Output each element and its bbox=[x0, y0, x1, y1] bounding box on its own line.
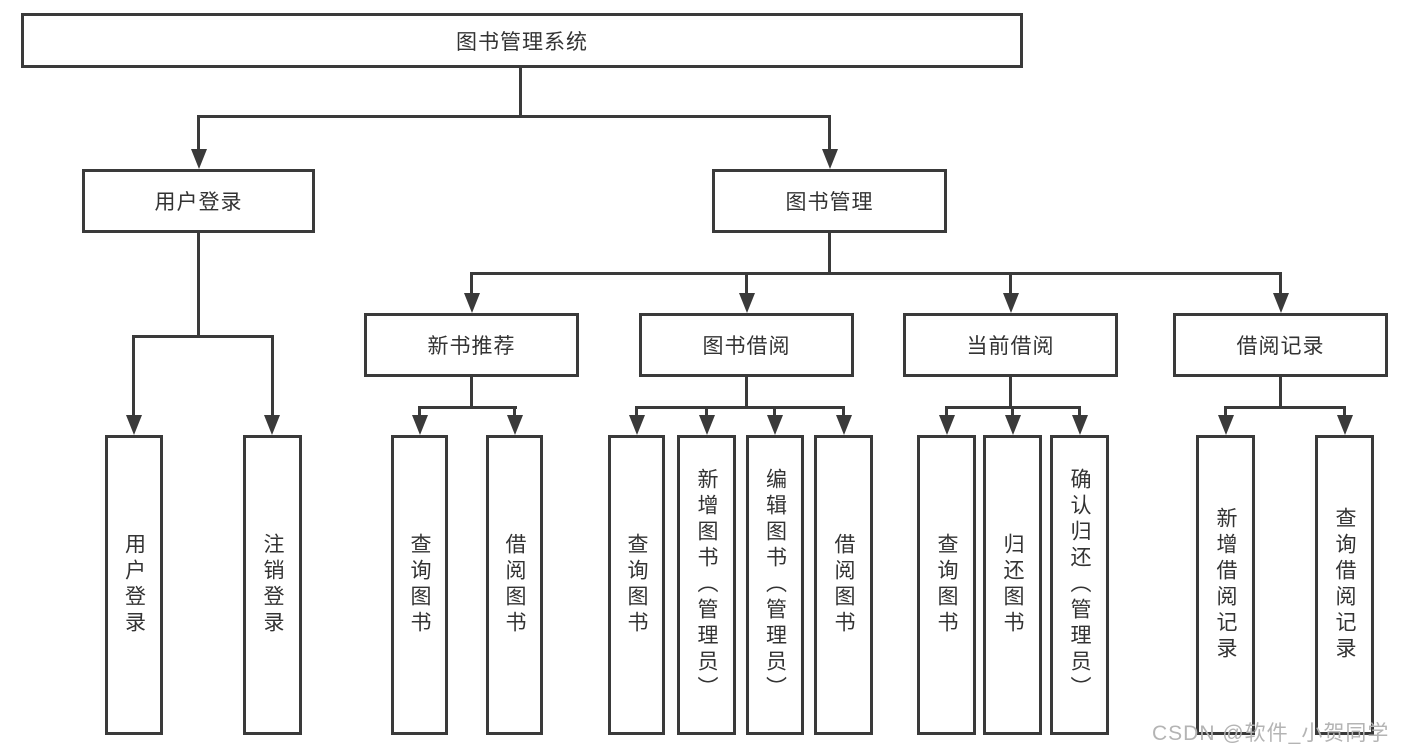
node-user-login-leaf: 用户登录 bbox=[105, 435, 163, 735]
node-current-borrowing: 当前借阅 bbox=[903, 313, 1118, 377]
node-query-books-c-label: 查询图书 bbox=[935, 533, 958, 637]
arrow-down-icon bbox=[939, 415, 955, 435]
connector-new-book-rec-rail bbox=[418, 406, 517, 409]
node-new-book-rec-label: 新书推荐 bbox=[427, 335, 516, 358]
node-query-books-b: 查询图书 bbox=[608, 435, 665, 735]
connector-leg bbox=[945, 406, 948, 417]
arrow-down-icon bbox=[699, 415, 715, 435]
node-root: 图书管理系统 bbox=[21, 13, 1023, 68]
arrow-down-icon bbox=[464, 293, 480, 313]
node-borrowing-records-label: 借阅记录 bbox=[1236, 335, 1325, 358]
node-query-borrow-record: 查询借阅记录 bbox=[1315, 435, 1374, 735]
node-borrowing-records: 借阅记录 bbox=[1173, 313, 1388, 377]
node-query-borrow-record-label: 查询借阅记录 bbox=[1333, 507, 1356, 663]
connector-leg-borrowing-records bbox=[1279, 272, 1282, 295]
connector-root-stub bbox=[519, 68, 522, 118]
connector-new-book-rec-stub bbox=[470, 377, 473, 409]
connector-borrowing-records-stub bbox=[1279, 377, 1282, 409]
arrow-down-icon bbox=[767, 415, 783, 435]
node-add-borrow-record-label: 新增借阅记录 bbox=[1214, 507, 1237, 663]
connector-leg-logout-leaf bbox=[271, 335, 274, 416]
node-query-books-c: 查询图书 bbox=[917, 435, 976, 735]
node-add-books-admin: 新增图书（管理员） bbox=[677, 435, 736, 735]
node-user-login-label: 用户登录 bbox=[154, 191, 243, 214]
node-user-login-leaf-label: 用户登录 bbox=[122, 533, 146, 637]
arrow-down-icon bbox=[264, 415, 280, 435]
node-user-login: 用户登录 bbox=[82, 169, 315, 233]
arrow-down-icon bbox=[629, 415, 645, 435]
node-logout-leaf: 注销登录 bbox=[243, 435, 302, 735]
node-book-management-label: 图书管理 bbox=[785, 191, 874, 214]
node-borrow-books-a: 借阅图书 bbox=[486, 435, 543, 735]
node-borrow-books-b-label: 借阅图书 bbox=[832, 533, 855, 637]
node-book-management: 图书管理 bbox=[712, 169, 947, 233]
arrow-down-icon bbox=[1005, 415, 1021, 435]
connector-leg bbox=[705, 406, 708, 417]
connector-leg-user-login-leaf bbox=[132, 335, 135, 416]
arrow-down-icon bbox=[412, 415, 428, 435]
connector-book-management-stub bbox=[828, 233, 831, 275]
connector-leg-book-management bbox=[828, 115, 831, 150]
node-root-label: 图书管理系统 bbox=[456, 30, 588, 54]
arrow-down-icon bbox=[191, 149, 207, 169]
arrow-down-icon bbox=[126, 415, 142, 435]
node-query-books-a: 查询图书 bbox=[391, 435, 448, 735]
arrow-down-icon bbox=[822, 149, 838, 169]
node-logout-leaf-label: 注销登录 bbox=[261, 533, 284, 637]
connector-book-borrowing-rail bbox=[635, 406, 845, 409]
arrow-down-icon bbox=[1273, 293, 1289, 313]
connector-current-borrowing-stub bbox=[1009, 377, 1012, 409]
connector-leg-user-login bbox=[197, 115, 200, 150]
connector-leg bbox=[635, 406, 638, 417]
node-borrow-books-a-label: 借阅图书 bbox=[503, 533, 526, 637]
arrow-down-icon bbox=[1337, 415, 1353, 435]
arrow-down-icon bbox=[507, 415, 523, 435]
arrow-down-icon bbox=[1218, 415, 1234, 435]
connector-leg bbox=[1343, 406, 1346, 417]
connector-leg-current-borrowing bbox=[1009, 272, 1012, 295]
connector-leg bbox=[1011, 406, 1014, 417]
node-book-borrowing-label: 图书借阅 bbox=[702, 335, 791, 358]
node-add-books-admin-label: 新增图书（管理员） bbox=[695, 468, 718, 702]
connector-borrowing-records-rail bbox=[1224, 406, 1346, 409]
connector-book-borrowing-stub bbox=[745, 377, 748, 409]
connector-level3-rail bbox=[470, 272, 1282, 275]
node-query-books-a-label: 查询图书 bbox=[408, 533, 431, 637]
connector-leg-new-book-rec bbox=[470, 272, 473, 295]
connector-level2-rail bbox=[197, 115, 831, 118]
arrow-down-icon bbox=[739, 293, 755, 313]
csdn-watermark: CSDN @软件_小贺同学 bbox=[1152, 722, 1390, 745]
connector-user-login-stub bbox=[197, 233, 200, 338]
connector-leg bbox=[842, 406, 845, 417]
connector-leg bbox=[513, 406, 516, 417]
node-add-borrow-record: 新增借阅记录 bbox=[1196, 435, 1255, 735]
arrow-down-icon bbox=[1072, 415, 1088, 435]
node-return-books-label: 归还图书 bbox=[1001, 533, 1024, 637]
connector-leg bbox=[773, 406, 776, 417]
node-new-book-rec: 新书推荐 bbox=[364, 313, 579, 377]
node-edit-books-admin-label: 编辑图书（管理员） bbox=[763, 468, 787, 702]
node-current-borrowing-label: 当前借阅 bbox=[966, 335, 1055, 358]
node-query-books-b-label: 查询图书 bbox=[625, 533, 648, 637]
connector-user-login-rail bbox=[132, 335, 274, 338]
node-confirm-return-admin: 确认归还（管理员） bbox=[1050, 435, 1109, 735]
arrow-down-icon bbox=[836, 415, 852, 435]
node-book-borrowing: 图书借阅 bbox=[639, 313, 854, 377]
node-edit-books-admin: 编辑图书（管理员） bbox=[746, 435, 804, 735]
connector-leg bbox=[418, 406, 421, 417]
connector-leg bbox=[1078, 406, 1081, 417]
node-return-books: 归还图书 bbox=[983, 435, 1042, 735]
node-confirm-return-admin-label: 确认归还（管理员） bbox=[1068, 468, 1091, 702]
connector-leg bbox=[1224, 406, 1227, 417]
arrow-down-icon bbox=[1003, 293, 1019, 313]
connector-leg-book-borrowing bbox=[745, 272, 748, 295]
node-borrow-books-b: 借阅图书 bbox=[814, 435, 873, 735]
